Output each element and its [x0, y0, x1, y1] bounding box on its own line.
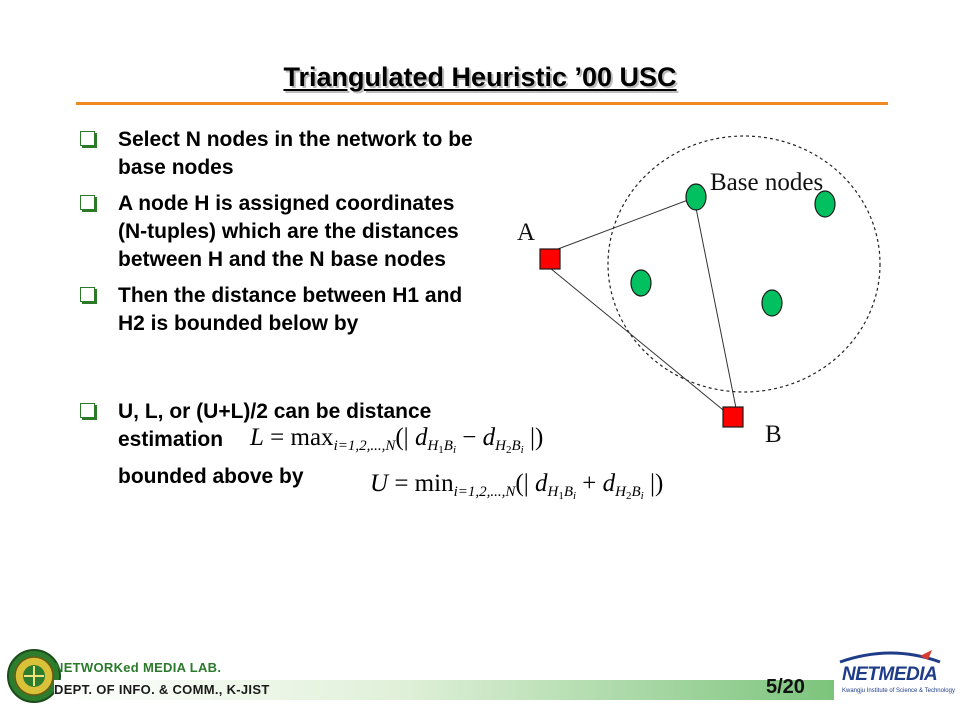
- bullet-item: A node H is assigned coordinates (N-tupl…: [80, 190, 480, 274]
- base-node: [630, 269, 652, 297]
- lab-name: NETWORKed MEDIA LAB.: [54, 660, 222, 675]
- footer-gradient-bar: [54, 680, 834, 700]
- title-underline-rule: [76, 102, 888, 105]
- node-b: [722, 406, 744, 428]
- base-node: [814, 190, 836, 218]
- bullet-text: Select N nodes in the network to be base…: [118, 128, 473, 179]
- bullet-text: Then the distance between H1 and H2 is b…: [118, 284, 463, 335]
- checkbox-bullet-icon: [80, 403, 95, 418]
- node-b-label: B: [765, 421, 782, 448]
- bullet-item: Select N nodes in the network to be base…: [80, 126, 480, 182]
- lower-bound-formula: L = maxi=1,2,...,N(| dH1Bi − dH2Bi |): [250, 424, 544, 456]
- base-nodes-region: [607, 135, 881, 393]
- netmedia-subtitle: Kwangju Institute of Science & Technolog…: [842, 688, 955, 694]
- checkbox-bullet-icon: [80, 131, 95, 146]
- edge-base-to-b: [695, 207, 737, 409]
- base-nodes-label: Base nodes: [710, 169, 823, 196]
- bullet-text: U, L, or (U+L)/2 can be distance estimat…: [118, 400, 432, 451]
- slide-title: Triangulated Heuristic ’00 USC: [283, 62, 677, 92]
- edge-a-to-b: [549, 267, 729, 415]
- netmedia-wordmark: NETMEDIA: [842, 664, 938, 685]
- bullet-item: Then the distance between H1 and H2 is b…: [80, 282, 480, 338]
- page-number: 5/20: [766, 676, 805, 698]
- checkbox-bullet-icon: [80, 195, 95, 210]
- node-a: [539, 248, 561, 270]
- edge-a-to-base: [549, 196, 697, 253]
- base-node: [761, 289, 783, 317]
- netmedia-logo: NETMEDIA Kwangju Institute of Science & …: [836, 650, 955, 710]
- bullet-item: U, L, or (U+L)/2 can be distance estimat…: [80, 398, 480, 454]
- bounded-above-label: bounded above by: [118, 465, 304, 488]
- netmedia-swoosh-icon: [839, 650, 941, 664]
- upper-bound-formula: U = mini=1,2,...,N(| dH1Bi + dH2Bi |): [370, 470, 664, 502]
- base-node: [685, 183, 707, 211]
- bullet-list: Select N nodes in the network to be base…: [80, 126, 480, 462]
- checkbox-bullet-icon: [80, 287, 95, 302]
- node-a-label: A: [517, 219, 535, 246]
- department-name: DEPT. OF INFO. & COMM., K-JIST: [54, 682, 270, 697]
- lab-seal-logo: [7, 649, 61, 703]
- bullet-text: A node H is assigned coordinates (N-tupl…: [118, 192, 459, 271]
